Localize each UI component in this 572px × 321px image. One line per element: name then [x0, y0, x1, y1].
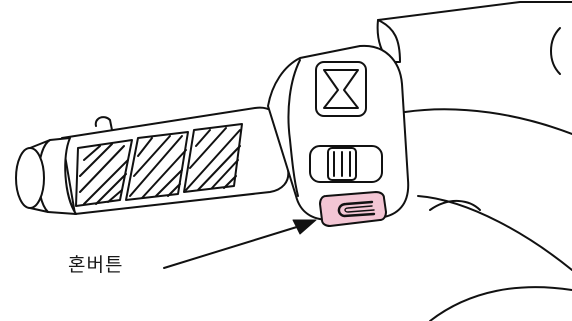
grip-pad-3	[184, 124, 242, 192]
body-curve-lower	[418, 196, 572, 270]
fairing-top-outline	[378, 2, 572, 20]
body-curve-bottom	[430, 287, 572, 321]
body-curve-upper	[405, 109, 572, 134]
horn-button-label: 혼버튼	[68, 250, 123, 277]
horn-button	[320, 192, 386, 226]
grip-tab	[96, 117, 112, 130]
callout-arrowhead	[293, 220, 316, 234]
headlight-curve	[551, 28, 560, 74]
grip-end-face	[16, 148, 44, 208]
callout-arrow-line	[164, 226, 300, 268]
